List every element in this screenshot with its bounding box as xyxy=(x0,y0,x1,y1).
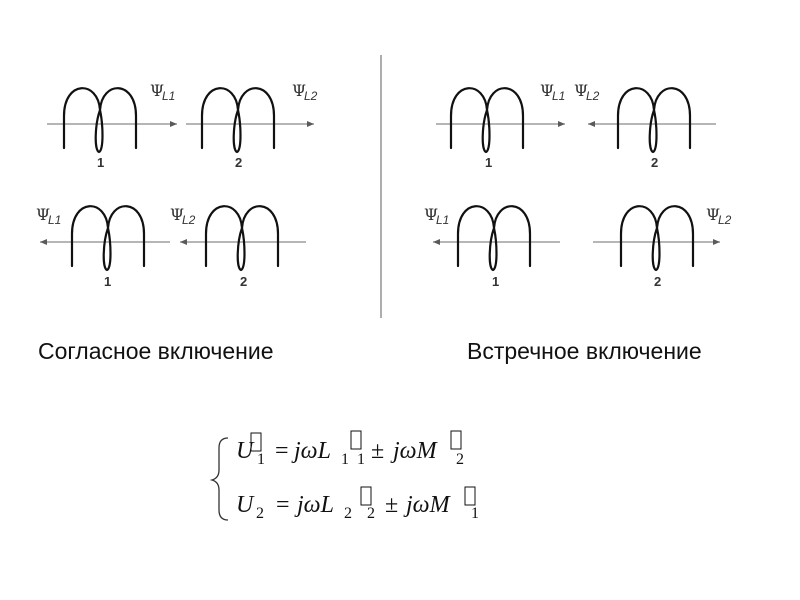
coil-winding xyxy=(456,205,532,272)
coil-number-label: 1 xyxy=(492,274,499,289)
psi-symbol: Ψ xyxy=(540,81,554,100)
flux-label-coil2: ΨL2 xyxy=(170,205,196,227)
flux-arrow-right xyxy=(558,121,565,127)
coil-number-label: 1 xyxy=(97,155,104,170)
psi-subscript: L1 xyxy=(162,89,175,103)
eq2-equals: = xyxy=(276,492,290,518)
psi-symbol: Ψ xyxy=(574,81,588,100)
left-brace xyxy=(209,437,229,521)
eq1-equals: = xyxy=(275,438,289,464)
psi-subscript: L2 xyxy=(182,213,196,227)
flux-arrow-left xyxy=(40,239,47,245)
coil-number-label: 2 xyxy=(235,155,242,170)
eq1-term2-current-symbol xyxy=(450,430,462,450)
eq1-lhs-sub: 1 xyxy=(257,451,265,468)
equation-line-1: U 1 = jωL 1 1 ± jωM 2 xyxy=(236,430,464,468)
eq1-lhs: U xyxy=(236,438,255,464)
flux-label-coil1: ΨL1 xyxy=(150,81,175,103)
eq2-term2-current-sub: 1 xyxy=(471,505,479,522)
caption-series-connection: Согласное включение xyxy=(38,338,274,364)
eq2-term2-current-symbol xyxy=(464,486,476,506)
equation-line-2: U 2 = jωL 2 2 ± jωM 1 xyxy=(236,486,479,522)
eq2-lhs: U xyxy=(236,492,255,518)
coil-number-label: 1 xyxy=(485,155,492,170)
flux-label-coil2: ΨL2 xyxy=(574,81,600,103)
psi-symbol: Ψ xyxy=(36,205,50,224)
coil-winding xyxy=(616,87,692,154)
psi-subscript: L1 xyxy=(48,213,61,227)
flux-arrow-right xyxy=(170,121,177,127)
coil-winding xyxy=(449,87,525,154)
eq1-term1-current-sub: 1 xyxy=(357,451,365,468)
coil-winding xyxy=(619,205,695,272)
coil-winding xyxy=(70,205,146,272)
eq1-term1: jωL xyxy=(291,438,331,464)
eq2-term1: jωL xyxy=(294,492,334,518)
eq2-term1-current-sub: 2 xyxy=(367,505,375,522)
coil-winding xyxy=(200,87,276,154)
flux-label-coil2: ΨL2 xyxy=(292,81,318,103)
flux-arrow-left xyxy=(180,239,187,245)
flux-label-coil1: ΨL1 xyxy=(540,81,565,103)
psi-subscript: L2 xyxy=(586,89,600,103)
eq2-term1-sub: 2 xyxy=(344,505,352,522)
coil-winding xyxy=(62,87,138,154)
flux-label-coil1: ΨL1 xyxy=(424,205,449,227)
eq1-term2: jωM xyxy=(390,438,439,464)
psi-subscript: L2 xyxy=(304,89,318,103)
psi-symbol: Ψ xyxy=(424,205,438,224)
psi-symbol: Ψ xyxy=(170,205,184,224)
coil-number-label: 2 xyxy=(651,155,658,170)
equation-system: U 1 = jωL 1 1 ± jωM 2 U 2 = jωL 2 2 ± jω… xyxy=(209,430,479,522)
psi-subscript: L1 xyxy=(436,213,449,227)
coil-number-label: 1 xyxy=(104,274,111,289)
eq1-lhs-current-symbol xyxy=(250,432,262,452)
flux-arrow-left xyxy=(433,239,440,245)
psi-subscript: L2 xyxy=(718,213,732,227)
psi-symbol: Ψ xyxy=(706,205,720,224)
eq1-term1-current-symbol xyxy=(350,430,362,450)
flux-arrow-right xyxy=(307,121,314,127)
psi-symbol: Ψ xyxy=(292,81,306,100)
eq1-plus-minus: ± xyxy=(371,438,384,464)
flux-arrow-left xyxy=(588,121,595,127)
psi-subscript: L1 xyxy=(552,89,565,103)
eq1-term2-current-sub: 2 xyxy=(456,451,464,468)
psi-symbol: Ψ xyxy=(150,81,164,100)
eq2-lhs-sub: 2 xyxy=(256,505,264,522)
flux-label-coil1: ΨL1 xyxy=(36,205,61,227)
eq2-plus-minus: ± xyxy=(385,492,398,518)
eq2-term2: jωM xyxy=(403,492,452,518)
coil-winding xyxy=(204,205,280,272)
coil-number-label: 2 xyxy=(654,274,661,289)
eq1-term1-sub: 1 xyxy=(341,451,349,468)
caption-opposing-connection: Встречное включение xyxy=(467,338,702,364)
flux-arrow-right xyxy=(713,239,720,245)
coil-number-label: 2 xyxy=(240,274,247,289)
flux-label-coil2: ΨL2 xyxy=(706,205,732,227)
eq2-term1-current-symbol xyxy=(360,486,372,506)
